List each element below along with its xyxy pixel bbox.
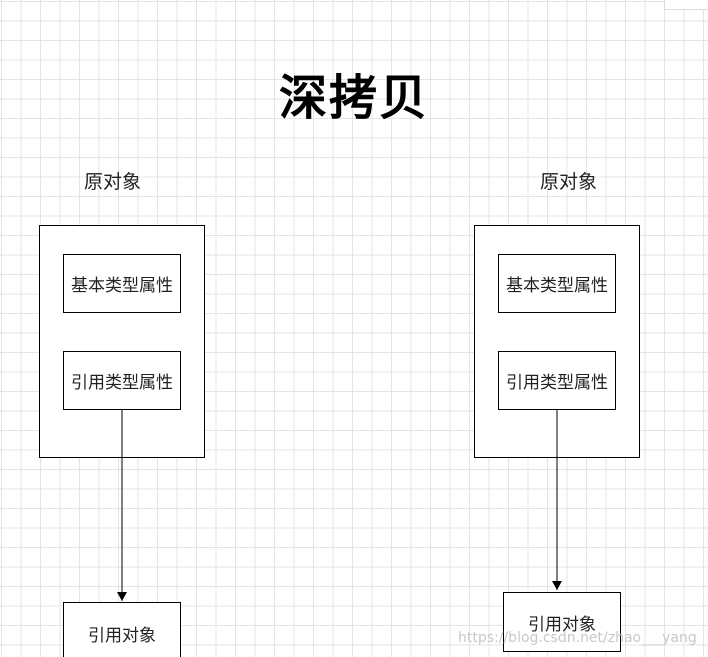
left-reference-object-box: 引用对象 [63,602,181,657]
corner-control [664,0,708,10]
watermark: https://blog.csdn.net/zhao___yang [458,630,697,646]
right-reference-object-text: 引用对象 [528,614,596,635]
right-reference-object-box: 引用对象 [503,592,621,652]
left-reference-attr-box: 引用类型属性 [63,351,181,410]
left-reference-attr-text: 引用类型属性 [71,373,173,393]
left-reference-object-text: 引用对象 [88,625,156,646]
left-object-label: 原对象 [84,171,142,193]
right-primitive-attr-text: 基本类型属性 [506,276,608,296]
diagram-title: 深拷贝 [278,70,429,126]
left-primitive-attr-box: 基本类型属性 [63,254,181,313]
right-reference-attr-box: 引用类型属性 [498,351,616,410]
right-object-label: 原对象 [540,171,598,193]
right-reference-attr-text: 引用类型属性 [506,373,608,393]
left-primitive-attr-text: 基本类型属性 [71,276,173,296]
right-primitive-attr-box: 基本类型属性 [498,254,616,313]
